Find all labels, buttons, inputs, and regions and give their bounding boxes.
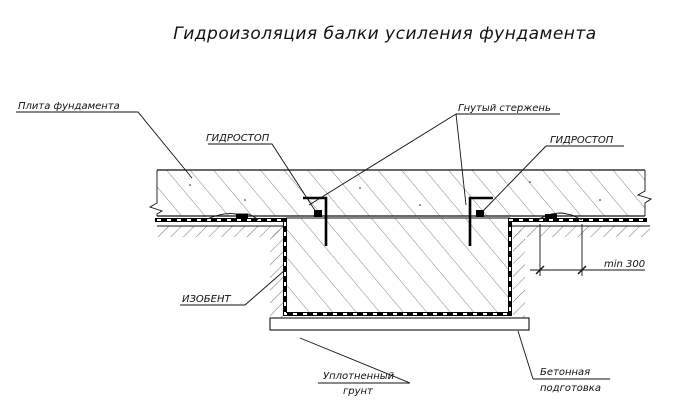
- label-hydrostop-left: ГИДРОСТОП: [206, 133, 270, 144]
- label-concrete-line2: подготовка: [540, 383, 601, 394]
- dimension-min-300: [530, 224, 645, 276]
- pit-soil-right: [513, 230, 525, 318]
- pit-soil-left: [270, 230, 283, 322]
- hydrostop-profile-left: [314, 210, 322, 217]
- label-hydrostop-right: ГИДРОСТОП: [550, 135, 614, 146]
- dimension-label: min 300: [604, 259, 645, 270]
- label-isobent: ИЗОБЕНТ: [182, 294, 231, 305]
- break-mark-left: [148, 170, 164, 216]
- bent-rod-left: [303, 196, 328, 246]
- break-mark-right: [636, 170, 653, 216]
- reinforcement-beam: [286, 217, 510, 314]
- concrete-preparation: [269, 317, 530, 331]
- clamp-right: [545, 214, 557, 218]
- label-soil-line2: грунт: [343, 386, 374, 397]
- hydrostop-profile-right: [476, 210, 484, 217]
- drawing-title: Гидроизоляция балки усиления фундамента: [173, 24, 596, 44]
- ground-right: [512, 225, 650, 237]
- waterproof-membrane: [155, 218, 647, 316]
- ground-left: [157, 225, 285, 237]
- foundation-slab: [148, 169, 653, 217]
- label-concrete-line1: Бетонная: [540, 367, 590, 378]
- label-bent-rod: Гнутый стержень: [458, 103, 551, 114]
- label-foundation-plate: Плита фундамента: [18, 101, 120, 112]
- clamp-left: [236, 214, 248, 218]
- membrane-overlap-right: [537, 212, 583, 221]
- leader-lines: [16, 111, 624, 384]
- bent-rod-right: [468, 196, 493, 246]
- label-soil-line1: Уплотненный: [323, 371, 395, 382]
